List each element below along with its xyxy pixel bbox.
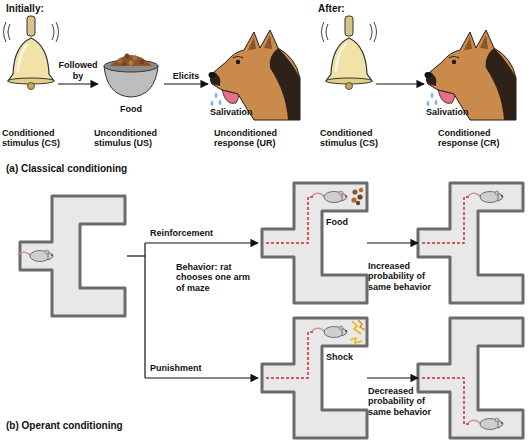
panel-heading: Initially:: [6, 3, 126, 15]
panel-heading: (b) Operant conditioning: [6, 420, 226, 432]
dog-illustration: [425, 30, 517, 120]
illustration-node: Increased probability of same behavior: [418, 183, 523, 303]
annotation-label: Behavior: rat chooses one arm of maze: [176, 262, 256, 293]
panel-heading: (a) Classical conditioning: [6, 163, 226, 175]
illustration-node: Conditioned stimulus (CS): [322, 14, 376, 154]
connector-arrow: [164, 83, 208, 84]
illustration-node: SalivationConditioned response (CR): [424, 14, 520, 154]
dog-illustration: [209, 30, 301, 120]
connector-arrow: [367, 377, 418, 378]
node-caption: Decreased probability of same behavior: [368, 386, 446, 417]
edge-label: Elicits: [166, 71, 206, 81]
edge-label: Followed by: [58, 60, 98, 81]
node-caption: Unconditioned response (UR): [214, 128, 292, 149]
node-caption: Increased probability of same behavior: [368, 261, 446, 292]
node-caption: Food: [326, 217, 366, 227]
node-caption: Unconditioned stimulus (US): [94, 128, 170, 149]
panel-heading: After:: [318, 3, 438, 15]
illustration-node: Decreased probability of same behavior: [418, 318, 523, 438]
result-maze: [418, 318, 523, 438]
node-caption: Conditioned stimulus (CS): [320, 128, 390, 149]
connector-arrow: [58, 83, 98, 84]
node-heading: Salivation: [426, 107, 486, 117]
connector-arrow: [376, 83, 424, 84]
bell-illustration: [322, 16, 377, 90]
illustration-node: FoodUnconditioned stimulus (US): [98, 14, 164, 154]
node-caption: Shock: [326, 352, 366, 362]
illustration-node: Food: [262, 183, 367, 303]
result-maze: [418, 183, 523, 303]
node-heading: Salivation: [210, 107, 270, 117]
illustration-node: Conditioned stimulus (CS): [4, 14, 58, 154]
illustration-node: SalivationUnconditioned response (UR): [208, 14, 304, 154]
food-bowl-illustration: [104, 54, 158, 98]
illustration-node: Shock: [262, 318, 367, 438]
connector-arrow: [367, 242, 418, 243]
branch-arrows: [127, 243, 258, 378]
node-heading: Food: [98, 104, 164, 114]
annotation-label: Punishment: [150, 363, 240, 373]
annotation-label: Reinforcement: [150, 228, 240, 238]
node-caption: Conditioned response (CR): [438, 128, 518, 149]
node-caption: Conditioned stimulus (CS): [2, 128, 72, 149]
bell-illustration: [4, 16, 59, 90]
reinforcement-maze: [262, 183, 367, 303]
start-maze: [18, 196, 125, 316]
punishment-maze: [262, 318, 367, 438]
